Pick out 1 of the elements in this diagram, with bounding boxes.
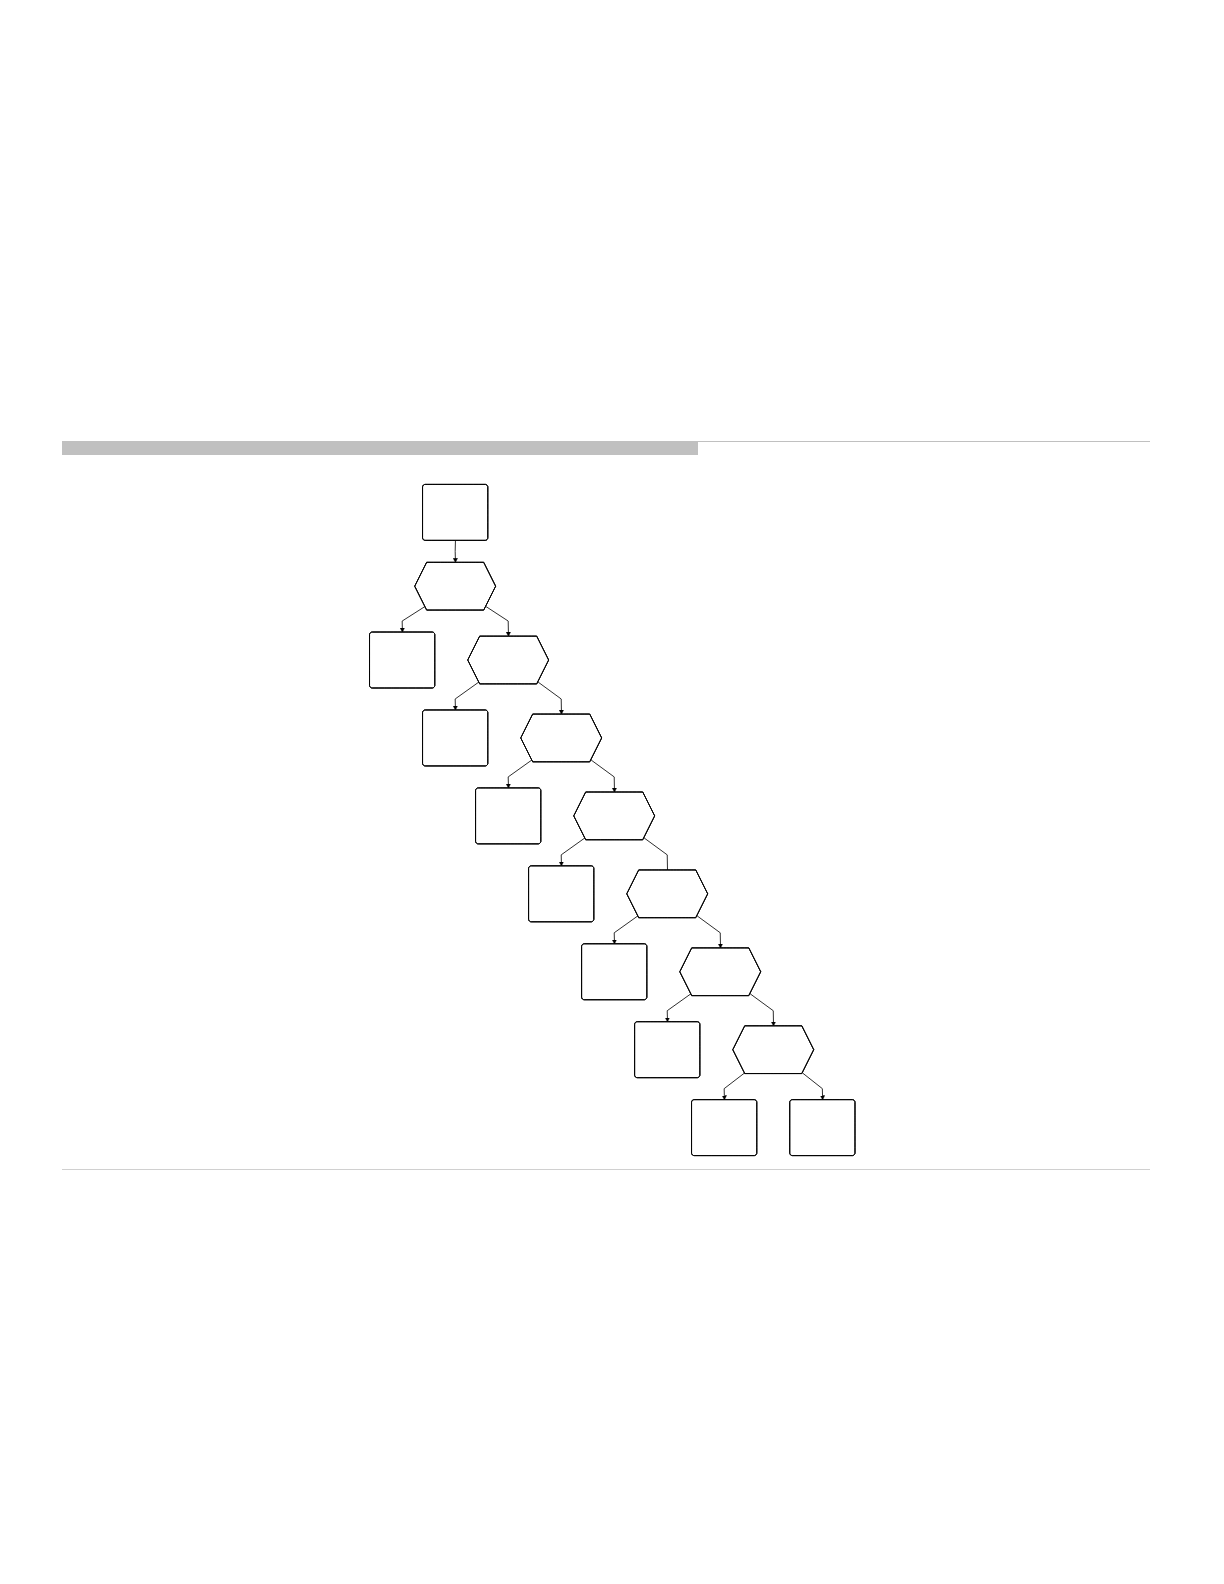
connector xyxy=(643,837,668,871)
